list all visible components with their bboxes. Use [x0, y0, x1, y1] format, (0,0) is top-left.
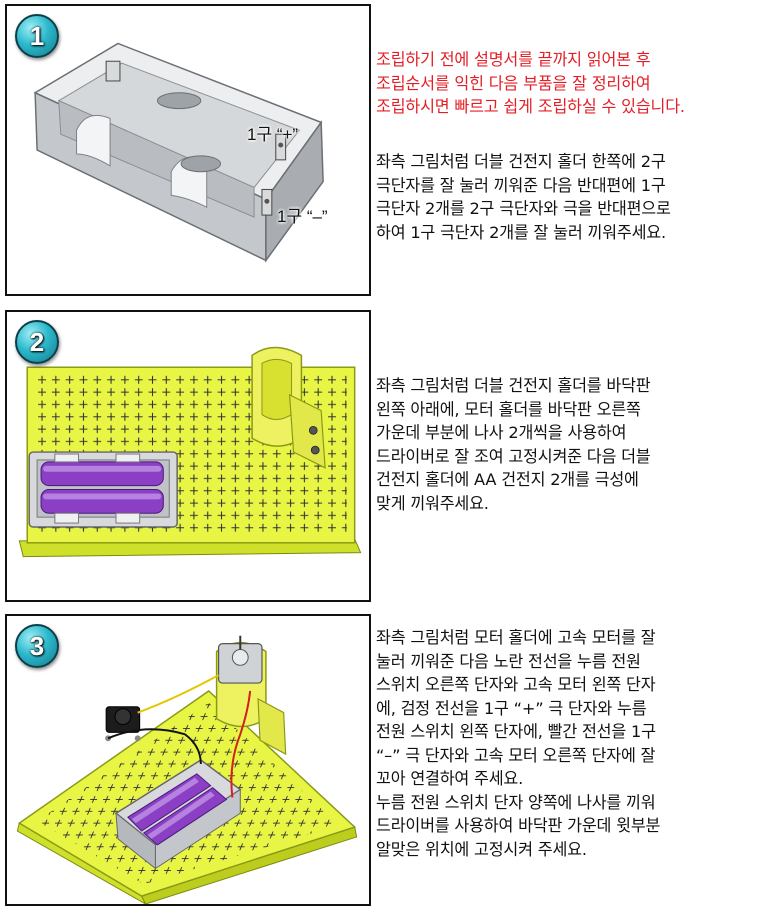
step-1-instruction-text: 좌측 그림처럼 더블 건전지 홀더 한쪽에 2구 극단자를 잘 눌러 끼워준 다…	[376, 152, 671, 242]
aa-battery-2	[40, 489, 164, 514]
step-1-badge: 1	[15, 14, 59, 58]
aa-battery-1	[40, 461, 164, 487]
double-battery-holder	[114, 759, 242, 870]
motor-holder	[215, 635, 287, 756]
aa-battery-1	[127, 773, 212, 832]
step-3-badge: 3	[15, 624, 59, 668]
callout-minus: 1구 “–”	[277, 207, 328, 226]
black-wire	[107, 728, 202, 764]
step-3-instruction: 좌측 그림처럼 모터 홀더에 고속 모터를 잘 눌러 끼워준 다음 노란 전선을…	[376, 626, 758, 861]
step-2-badge: 2	[15, 320, 59, 364]
step-1-instruction: 좌측 그림처럼 더블 건전지 홀더 한쪽에 2구 극단자를 잘 눌러 끼워준 다…	[376, 150, 758, 244]
step-2-instruction: 좌측 그림처럼 더블 건전지 홀더를 바닥판 왼쪽 아래에, 모터 홀더를 바닥…	[376, 374, 758, 515]
red-wire	[230, 690, 252, 798]
motor-holder	[251, 346, 326, 469]
aa-battery-2	[142, 787, 228, 846]
assembly-note-text: 조립하기 전에 설명서를 끝까지 읽어본 후 조립순서를 익힌 다음 부품을 잘…	[376, 50, 685, 116]
assembly-note: 조립하기 전에 설명서를 끝까지 읽어본 후 조립순서를 익힌 다음 부품을 잘…	[376, 48, 758, 119]
yellow-wire	[137, 674, 220, 714]
step-2-instruction-text: 좌측 그림처럼 더블 건전지 홀더를 바닥판 왼쪽 아래에, 모터 홀더를 바닥…	[376, 376, 651, 513]
step-3-instruction-text: 좌측 그림처럼 모터 홀더에 고속 모터를 잘 눌러 끼워준 다음 노란 전선을…	[376, 628, 661, 859]
terminal-left	[105, 60, 121, 82]
base-plate-illustration	[18, 346, 362, 558]
step-1-panel: 1 1구 “+” 1구 “–”	[5, 4, 371, 296]
step-2-panel: 2	[5, 310, 371, 602]
step-3-panel: 3	[5, 614, 371, 906]
wiring-illustration	[16, 635, 358, 904]
callout-plus: 1구 “+”	[247, 125, 299, 144]
holder-right-wall	[265, 120, 324, 263]
battery-holder-illustration	[33, 42, 324, 263]
push-switch	[105, 706, 141, 742]
